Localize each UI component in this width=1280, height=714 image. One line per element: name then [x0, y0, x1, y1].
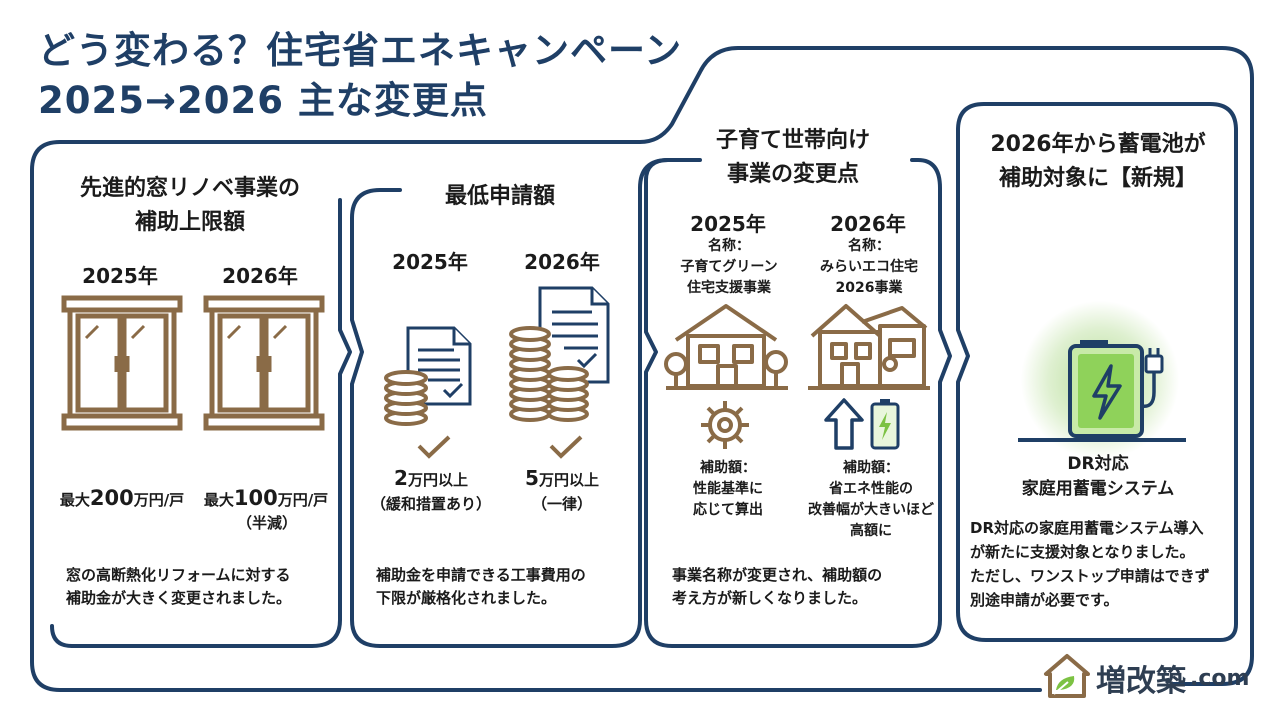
name-a-line-3: 住宅支援事業: [687, 280, 771, 296]
house-logo-icon: [1044, 654, 1090, 698]
panel-1-title: 先進的窓リノベ事業の 補助上限額: [50, 172, 330, 240]
logo-name: 増改築: [1096, 664, 1186, 699]
name-a-line-2: 子育てグリーン: [680, 259, 778, 275]
panel-2-year-b: 2026年: [524, 250, 600, 274]
panel-4-description: DR対応の家庭用蓄電システム導入 が新たに支援対象となりました。 ただし、ワンス…: [970, 516, 1234, 612]
panel-2-title: 最低申請額: [444, 184, 555, 209]
panel-1-description: 窓の高断熱化リフォームに対する 補助金が大きく変更されました。: [66, 564, 336, 610]
panel-4-desc-line-1: DR対応の家庭用蓄電システム導入: [970, 519, 1204, 537]
panel-4-title: 2026年から蓄電池が 補助対象に【新規】: [968, 128, 1228, 196]
panel-1-value-b: 最大100万円/戸: [194, 486, 338, 510]
panel-4-desc-line-3: ただし、ワンストップ申請はできず: [970, 567, 1210, 585]
panel-1-year-b: 2026年: [222, 264, 298, 288]
logo-suffix: .com: [1190, 666, 1250, 691]
value-a-prefix: 最大: [59, 491, 90, 509]
value-a-unit: 万円以上: [407, 471, 468, 489]
panel-4-label: DR対応 家庭用蓄電システム: [980, 452, 1216, 502]
panel-3-description: 事業名称が変更され、補助額の 考え方が新しくなりました。: [672, 564, 932, 610]
check-icon-2025: [417, 435, 451, 459]
panel-1-desc-line-1: 窓の高断熱化リフォームに対する: [66, 566, 291, 584]
amount-b-line-2: 省エネ性能の: [829, 481, 913, 497]
title-line-2: 2025→2026 主な変更点: [38, 79, 488, 122]
panel-2-desc-line-2: 下限が厳格化されました。: [376, 589, 557, 607]
window-icon-2025: [61, 295, 183, 431]
gear-icon: [701, 401, 749, 449]
panel-2-desc-line-1: 補助金を申請できる工事費用の: [376, 566, 586, 584]
panel-4-title-line-2: 補助対象に【新規】: [998, 166, 1197, 191]
panel-4-desc-line-2: が新たに支援対象となりました。: [970, 543, 1195, 561]
name-a-line-1: 名称：: [708, 238, 750, 254]
panel-1-value-a: 最大200万円/戸: [52, 486, 192, 510]
value-b-number: 100: [233, 486, 278, 510]
panel-1-desc-line-2: 補助金が大きく変更されました。: [66, 589, 292, 607]
panel-3-desc-line-1: 事業名称が変更され、補助額の: [672, 566, 883, 584]
amount-b-line-4: 高額に: [850, 523, 892, 539]
battery-charging-icon: [870, 399, 900, 450]
label-line-2: 家庭用蓄電システム: [1021, 479, 1175, 499]
name-b-line-1: 名称：: [848, 238, 890, 254]
arrow-up-icon: [824, 398, 864, 450]
check-icon-2026: [549, 435, 583, 459]
panel-3-desc-line-2: 考え方が新しくなりました。: [672, 589, 868, 607]
amount-b-line-1: 補助額：: [843, 460, 899, 476]
panel-2-description: 補助金を申請できる工事費用の 下限が厳格化されました。: [376, 564, 636, 610]
amount-a-line-1: 補助額：: [700, 460, 756, 476]
document-coins-icon-2026: [509, 286, 610, 422]
panel-4-desc-line-4: 別途申請が必要です。: [970, 591, 1119, 609]
value-a-note: （緩和措置あり）: [370, 495, 491, 513]
value-a-number: 200: [89, 486, 134, 510]
panel-4-title-line-1: 2026年から蓄電池が: [990, 132, 1206, 157]
panel-3-amount-b: 補助額： 省エネ性能の 改善幅が大きいほど 高額に: [786, 458, 956, 542]
panel-3-year-a: 2025年: [690, 212, 766, 236]
panel-3-name-b: 名称： みらいエコ住宅 2026事業: [796, 236, 942, 299]
panel-3-title-line-2: 事業の変更点: [726, 162, 859, 187]
panel-3-title-line-1: 子育て世帯向け: [715, 128, 870, 153]
value-a-unit: 万円/戸: [133, 491, 185, 509]
panel-1-year-a: 2025年: [82, 264, 158, 288]
amount-b-line-3: 改善幅が大きいほど: [808, 502, 934, 518]
home-battery-icon: [1018, 340, 1186, 442]
name-b-line-2: みらいエコ住宅: [820, 259, 918, 275]
value-a-number: 2: [394, 466, 408, 490]
panel-2-year-a: 2025年: [392, 250, 468, 274]
value-b-note: （一律）: [531, 495, 592, 513]
panel-2-value-b: 5万円以上 （一律）: [500, 466, 624, 516]
value-b-unit: 万円/戸: [277, 491, 329, 509]
house-with-trees-icon: [664, 304, 788, 390]
panel-1-title-line-2: 補助上限額: [134, 210, 245, 235]
panel-3-name-a: 名称： 子育てグリーン 住宅支援事業: [656, 236, 802, 299]
page-title: どう変わる？住宅省エネキャンペーン 2025→2026 主な変更点: [38, 26, 682, 126]
modern-house-icon: [808, 304, 930, 390]
window-icon-2026: [203, 295, 325, 431]
panel-3-title: 子育て世帯向け 事業の変更点: [668, 124, 918, 192]
value-b-number: 5: [525, 466, 539, 490]
label-line-1: DR対応: [1067, 454, 1129, 474]
panel-2-value-a: 2万円以上 （緩和措置あり）: [366, 466, 496, 516]
brand-logo[interactable]: 増改築 .com: [1044, 652, 1264, 702]
panel-1-title-line-1: 先進的窓リノベ事業の: [79, 176, 300, 201]
value-b-prefix: 最大: [203, 491, 234, 509]
amount-a-line-2: 性能基準に: [693, 481, 763, 497]
amount-a-line-3: 応じて算出: [693, 502, 763, 518]
panel-3-year-b: 2026年: [830, 212, 906, 236]
name-b-line-3: 2026事業: [835, 280, 903, 296]
panel-1-value-b-note: （半減）: [236, 514, 297, 532]
document-coins-icon-2025: [384, 326, 472, 426]
value-b-unit: 万円以上: [538, 471, 599, 489]
title-line-1: どう変わる？住宅省エネキャンペーン: [38, 29, 683, 72]
panel-3-amount-a: 補助額： 性能基準に 応じて算出: [660, 458, 796, 521]
